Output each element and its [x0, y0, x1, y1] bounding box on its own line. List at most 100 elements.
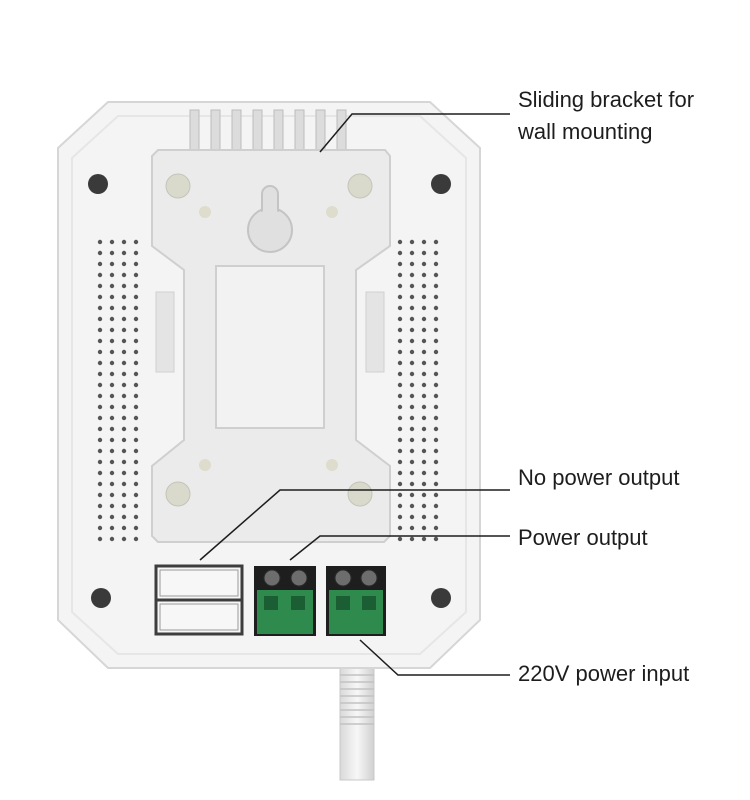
vent-holes-left [97, 239, 139, 542]
vent-hole [109, 415, 115, 421]
housing-inner-bevel [71, 115, 467, 655]
vent-hole [121, 283, 127, 289]
vent-hole [421, 514, 427, 520]
leader-power-output [289, 535, 510, 561]
vent-hole [421, 338, 427, 344]
vent-hole [97, 492, 103, 498]
vent-hole [397, 261, 403, 267]
vent-hole [97, 448, 103, 454]
vent-hole [109, 470, 115, 476]
vent-hole [121, 481, 127, 487]
bracket-window [215, 265, 325, 429]
vent-hole [397, 404, 403, 410]
vent-hole [421, 393, 427, 399]
vent-hole [97, 294, 103, 300]
vent-hole [109, 272, 115, 278]
vent-hole [421, 283, 427, 289]
vent-hole [421, 481, 427, 487]
vent-hole [121, 514, 127, 520]
vent-hole [397, 250, 403, 256]
vent-hole [397, 503, 403, 509]
vent-hole [109, 239, 115, 245]
vent-hole [121, 371, 127, 377]
vent-hole [109, 459, 115, 465]
vent-hole [121, 426, 127, 432]
small-hole-1 [199, 206, 211, 218]
vent-hole [421, 536, 427, 542]
vent-hole [97, 261, 103, 267]
vent-hole [409, 459, 415, 465]
vent-hole [397, 294, 403, 300]
vent-hole [133, 382, 139, 388]
vent-hole [97, 437, 103, 443]
vent-fin [189, 109, 200, 153]
mount-hole-top-right [347, 173, 373, 199]
vent-hole [109, 261, 115, 267]
vent-hole [433, 415, 439, 421]
corner-screws [88, 174, 451, 608]
vent-hole [121, 459, 127, 465]
vent-hole [409, 239, 415, 245]
vent-hole [409, 415, 415, 421]
label-sliding-bracket: Sliding bracket for wall mounting [518, 84, 694, 148]
vent-hole [109, 481, 115, 487]
vent-hole [397, 525, 403, 531]
vent-hole [121, 272, 127, 278]
vent-hole [433, 448, 439, 454]
label-power-output: Power output [518, 525, 648, 550]
vent-hole [109, 283, 115, 289]
screw-bottom-left [91, 588, 111, 608]
vent-hole [433, 283, 439, 289]
vent-hole [421, 448, 427, 454]
vent-hole [409, 283, 415, 289]
vent-fin [210, 109, 221, 153]
vent-hole [121, 492, 127, 498]
vent-hole [97, 349, 103, 355]
vent-hole [121, 294, 127, 300]
label-no-power-output: No power output [518, 465, 680, 490]
vent-hole [97, 525, 103, 531]
vent-hole [397, 459, 403, 465]
vent-hole [133, 415, 139, 421]
vent-hole [409, 448, 415, 454]
vent-hole [409, 470, 415, 476]
vent-hole [133, 470, 139, 476]
vent-hole [109, 514, 115, 520]
vent-hole [433, 371, 439, 377]
vent-hole [121, 250, 127, 256]
vent-hole [397, 481, 403, 487]
vent-hole [121, 503, 127, 509]
vent-hole [397, 316, 403, 322]
vent-hole [133, 459, 139, 465]
vent-hole [409, 426, 415, 432]
vent-hole [133, 371, 139, 377]
vent-hole [409, 437, 415, 443]
vent-hole [433, 305, 439, 311]
vent-hole [397, 338, 403, 344]
vent-hole [121, 415, 127, 421]
leader-bracket [319, 113, 510, 153]
vent-fin [252, 109, 263, 153]
vent-hole [109, 294, 115, 300]
vent-hole [133, 536, 139, 542]
vent-hole [421, 503, 427, 509]
vent-hole [397, 492, 403, 498]
vent-hole [121, 349, 127, 355]
vent-hole [433, 272, 439, 278]
vent-hole [133, 305, 139, 311]
vent-hole [421, 360, 427, 366]
vent-hole [409, 261, 415, 267]
vent-hole [97, 481, 103, 487]
vent-hole [97, 305, 103, 311]
vent-hole [133, 272, 139, 278]
vent-hole [421, 316, 427, 322]
vent-hole [397, 360, 403, 366]
vent-hole [121, 448, 127, 454]
vent-hole [397, 470, 403, 476]
vent-hole [121, 338, 127, 344]
vent-hole [433, 426, 439, 432]
vent-hole [433, 360, 439, 366]
vent-hole [421, 525, 427, 531]
vent-hole [133, 481, 139, 487]
